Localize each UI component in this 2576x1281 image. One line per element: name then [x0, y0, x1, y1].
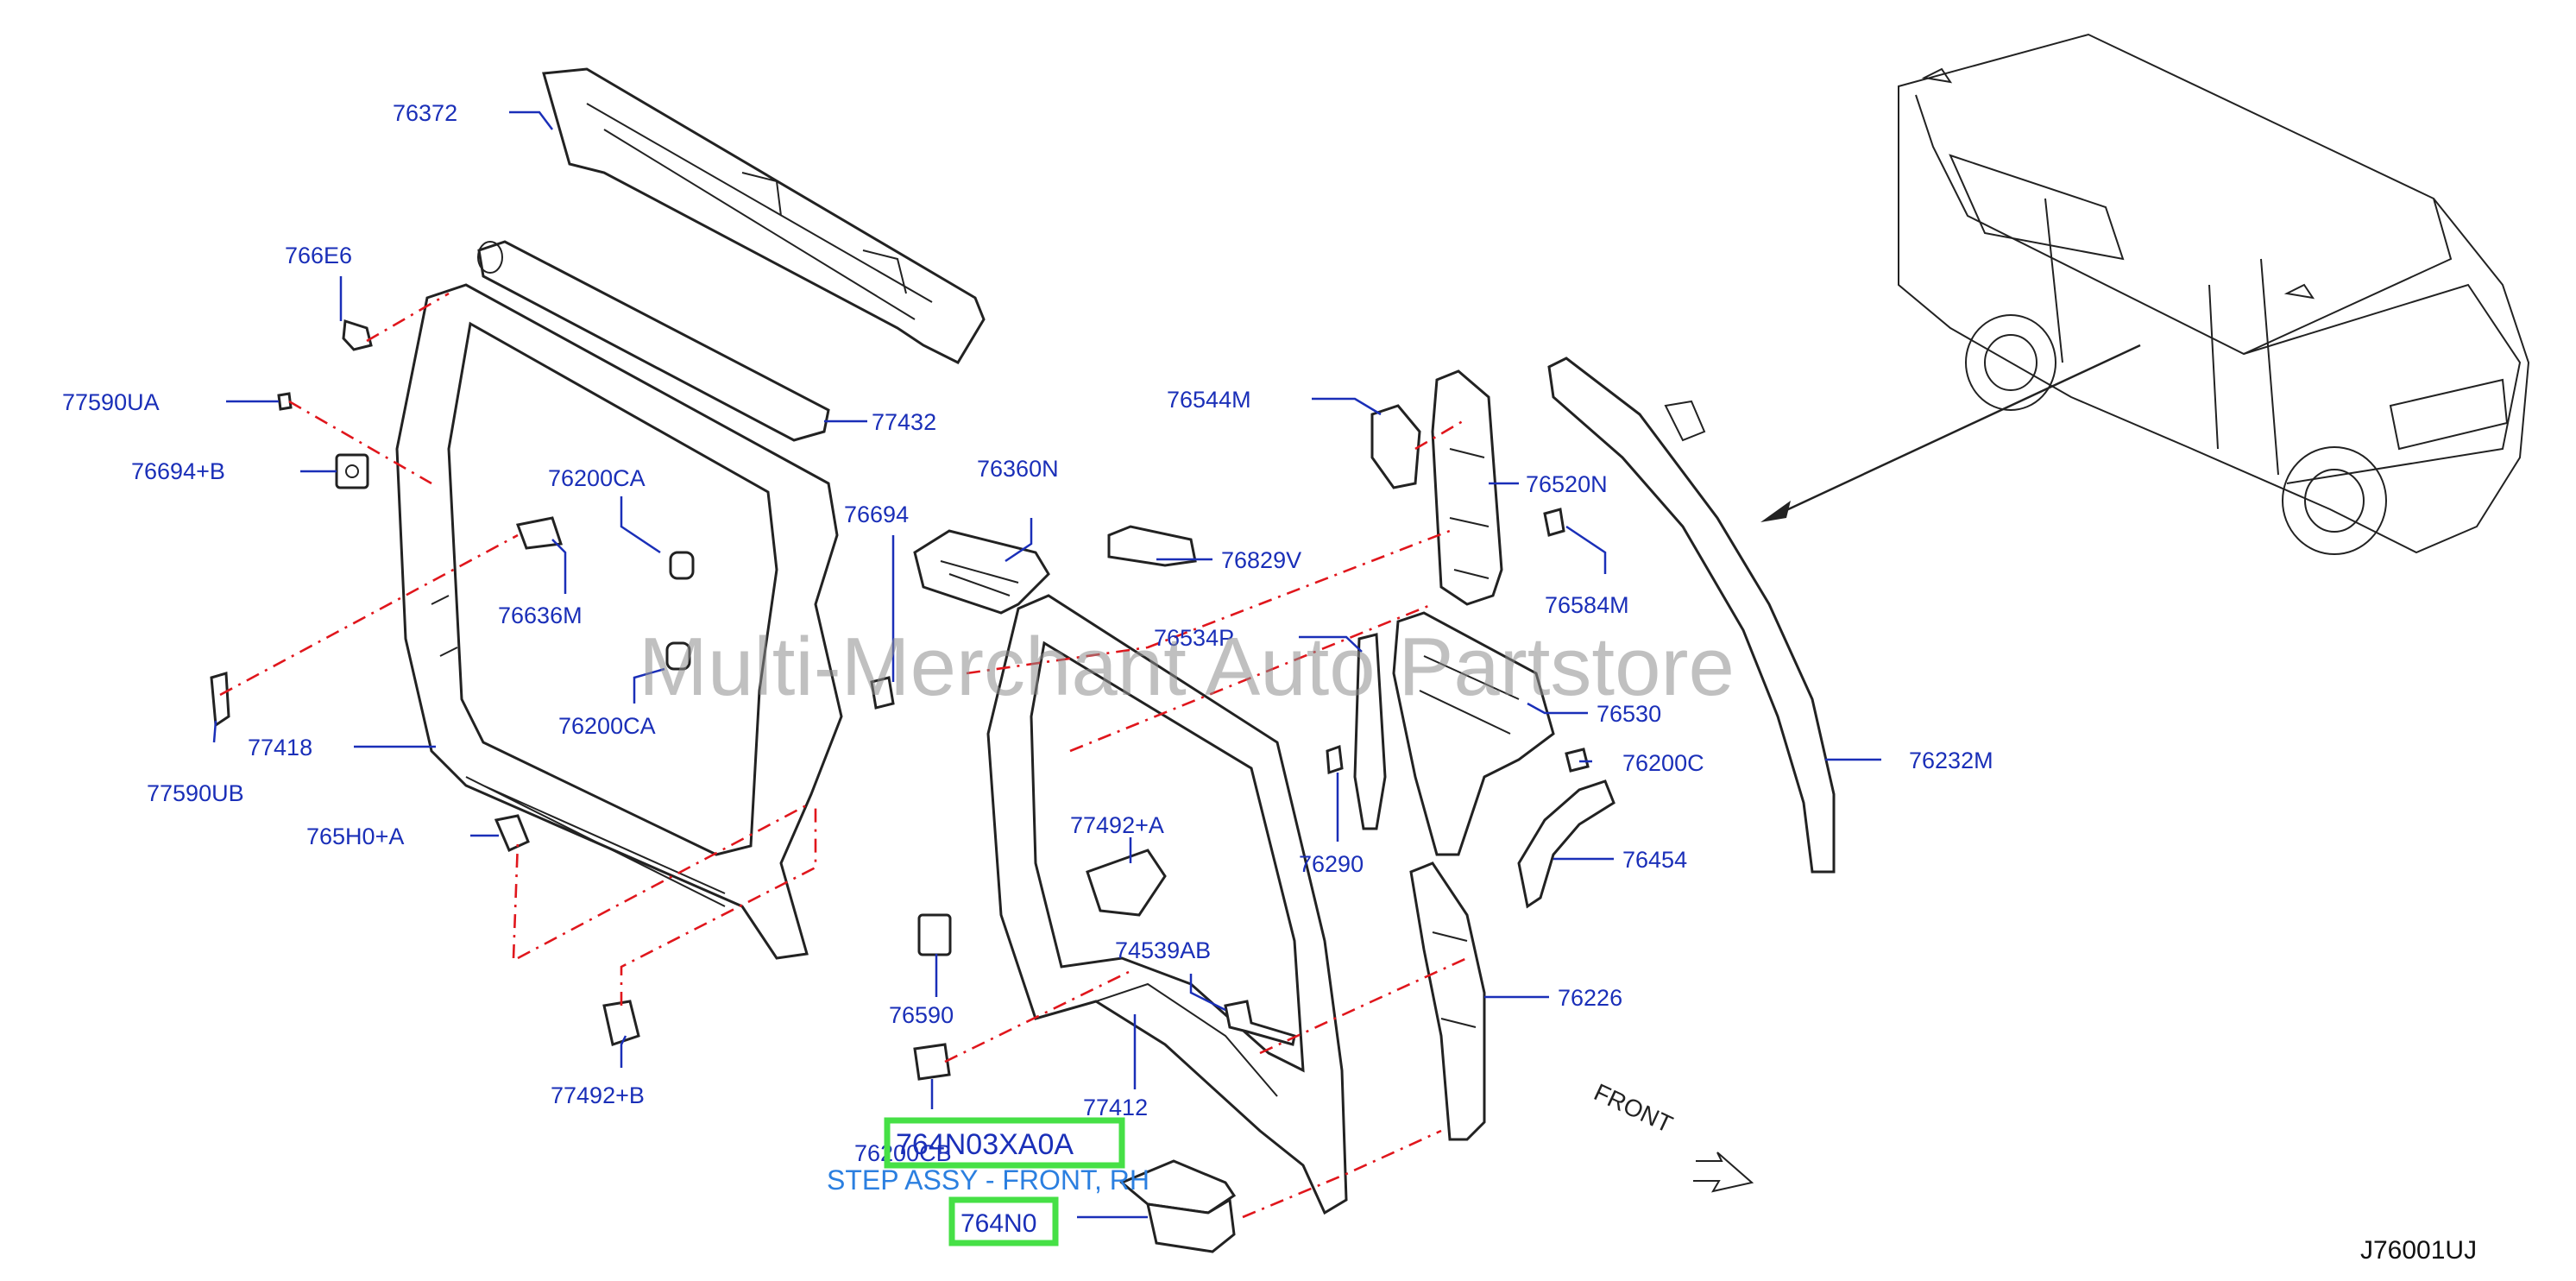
part-76372 [542, 67, 986, 364]
label-766E6: 766E6 [285, 243, 352, 268]
label-76694: 76694 [844, 502, 909, 527]
part-76200C [1565, 748, 1590, 773]
part-77418 [395, 283, 843, 960]
label-76829V: 76829V [1221, 547, 1301, 573]
part-76694B [335, 453, 369, 489]
part-76232M [1547, 357, 1836, 874]
label-76232M: 76232M [1909, 748, 1993, 773]
part-76200CA-lower [665, 641, 691, 671]
label-76200C: 76200C [1622, 750, 1704, 776]
label-77432: 77432 [872, 409, 936, 435]
part-labels: 76372 766E6 77590UA 76694+B 77432 76200C… [62, 100, 1993, 1166]
front-arrow-icon [1693, 1152, 1754, 1193]
part-77492A [1086, 849, 1167, 917]
part-76584M [1543, 508, 1565, 537]
leader-lines [212, 110, 1881, 1219]
highlight-part-number[interactable]: 764N03XA0A [884, 1117, 1125, 1169]
part-76200CA-upper [669, 551, 695, 580]
label-76200CB: 76200CB [854, 1140, 952, 1166]
part-77412 [986, 594, 1348, 1215]
part-766E6 [342, 319, 373, 351]
part-77590UA [277, 392, 293, 411]
label-76584M: 76584M [1545, 592, 1629, 618]
label-76200CA-lower: 76200CA [558, 713, 656, 739]
label-77590UB: 77590UB [147, 780, 244, 806]
part-76694 [870, 676, 895, 710]
van-pointer-arrow [1760, 344, 2141, 522]
part-76360N [913, 529, 1050, 615]
part-76200CB [913, 1043, 951, 1081]
label-76372: 76372 [393, 100, 457, 126]
part-76590 [917, 913, 952, 956]
highlight-description: STEP ASSY - FRONT, RH [827, 1164, 1149, 1196]
part-765H0A [494, 814, 530, 852]
label-76454: 76454 [1622, 847, 1687, 873]
label-76544M: 76544M [1167, 387, 1251, 413]
label-76636M: 76636M [498, 603, 583, 628]
front-indicator: FRONT [1590, 1078, 1754, 1193]
label-77418: 77418 [248, 735, 312, 760]
part-74539AB [1224, 1000, 1296, 1046]
part-77590UB [210, 672, 230, 728]
label-76694B: 76694+B [131, 458, 225, 484]
highlight-part-number-text: 764N03XA0A [896, 1128, 1074, 1161]
part-76534P [1353, 633, 1387, 830]
label-77412: 77412 [1083, 1095, 1148, 1120]
part-77492B [602, 1000, 640, 1046]
label-76520N: 76520N [1526, 471, 1608, 497]
part-76520N [1431, 369, 1503, 606]
part-77432 [477, 240, 830, 442]
label-76290: 76290 [1299, 851, 1364, 877]
label-76590: 76590 [889, 1002, 954, 1028]
label-76534P: 76534P [1154, 625, 1234, 651]
label-77492A: 77492+A [1070, 812, 1164, 838]
part-764N0-step [1119, 1159, 1237, 1253]
part-76636M [515, 516, 564, 550]
label-76226: 76226 [1558, 985, 1622, 1011]
watermark: Multi-Merchant Auto Partstore [639, 621, 1735, 713]
diagram-code: J76001UJ [2360, 1236, 2477, 1265]
label-76360N: 76360N [977, 456, 1059, 482]
label-765H0A: 765H0+A [306, 824, 404, 849]
part-76530 [1392, 611, 1555, 856]
label-77492B: 77492+B [551, 1082, 645, 1108]
highlight-callout-text: 764N0 [960, 1209, 1036, 1238]
part-76226 [1409, 861, 1486, 1141]
label-77590UA: 77590UA [62, 389, 160, 415]
part-76829V [1107, 525, 1197, 567]
front-label: FRONT [1590, 1078, 1677, 1138]
label-76200CA-upper: 76200CA [548, 465, 646, 491]
part-76454 [1517, 779, 1616, 909]
part-76290 [1326, 744, 1344, 775]
label-74539AB: 74539AB [1115, 937, 1211, 963]
highlight-callout[interactable]: 764N0 [948, 1196, 1059, 1246]
van-illustration [1898, 33, 2530, 555]
label-76530: 76530 [1597, 701, 1661, 727]
assembly-lines [219, 292, 1468, 1219]
part-76544M [1370, 404, 1421, 489]
